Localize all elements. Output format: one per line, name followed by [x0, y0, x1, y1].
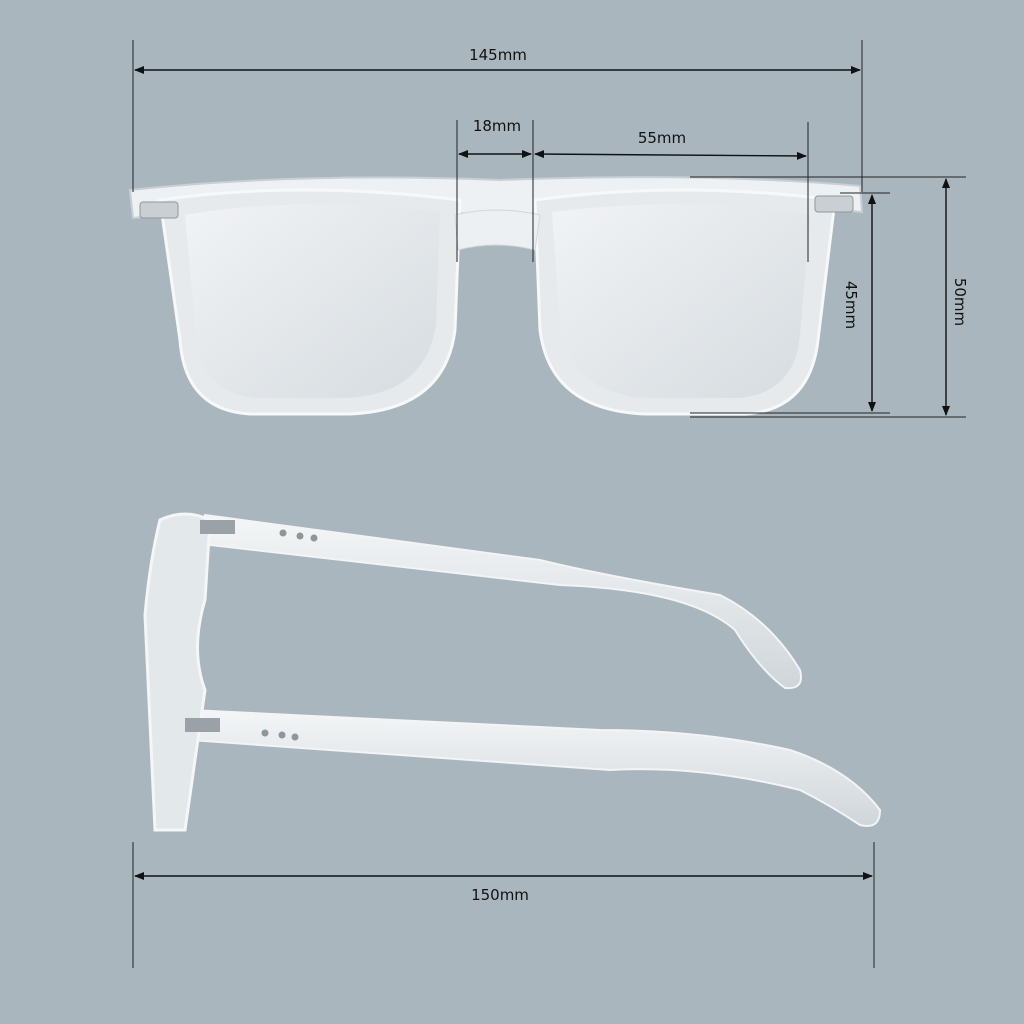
frame-height-label: 50mm: [951, 278, 969, 326]
lens-height-label: 45mm: [842, 281, 860, 329]
total-width-dimension: 145mm: [132, 40, 863, 192]
front-view-glasses: [128, 176, 864, 416]
lower-hinge: [185, 718, 220, 732]
upper-hinge: [200, 520, 235, 534]
upper-temple-arm: [203, 513, 802, 690]
nose-bridge: [454, 209, 541, 251]
temple-length-label: 150mm: [471, 886, 529, 904]
total-width-label: 145mm: [469, 46, 527, 64]
frame-height-dimension: 50mm: [690, 176, 969, 418]
right-hinge-rivets: [814, 195, 854, 213]
lower-temple-arm: [189, 708, 882, 827]
lens-height-dimension: 45mm: [690, 192, 890, 414]
left-lens: [185, 204, 440, 398]
side-frame-front: [143, 512, 212, 832]
side-view-glasses: [143, 512, 882, 832]
bridge-width-dimension: 18mm: [456, 117, 534, 262]
bridge-width-label: 18mm: [473, 117, 521, 135]
right-lens: [552, 204, 810, 398]
temple-length-dimension: 150mm: [132, 842, 875, 968]
left-hinge-rivets: [139, 201, 179, 219]
temple-rivets: [261, 529, 318, 741]
lens-width-dimension: 55mm: [534, 122, 809, 262]
lens-width-label: 55mm: [638, 129, 686, 147]
